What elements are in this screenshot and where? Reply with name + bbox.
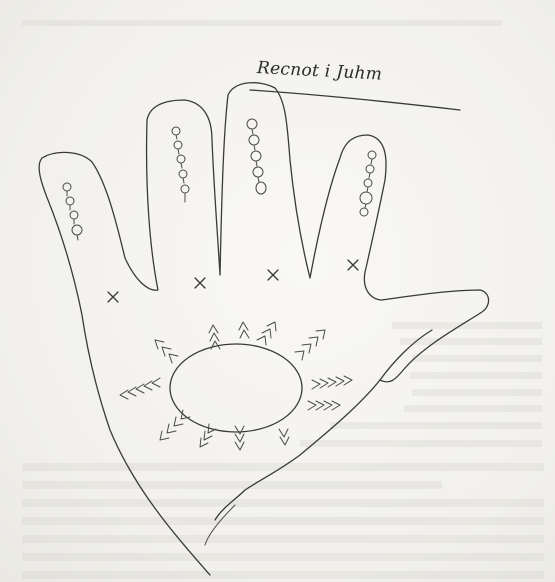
sun-rays: [120, 322, 352, 450]
palm-crosses: [108, 260, 358, 302]
finger-beads-2: [172, 127, 189, 202]
finger-beads-3: [247, 119, 266, 194]
sun-oval: [170, 344, 302, 432]
finger-beads-1: [63, 183, 82, 240]
finger-beads-4: [360, 151, 376, 216]
